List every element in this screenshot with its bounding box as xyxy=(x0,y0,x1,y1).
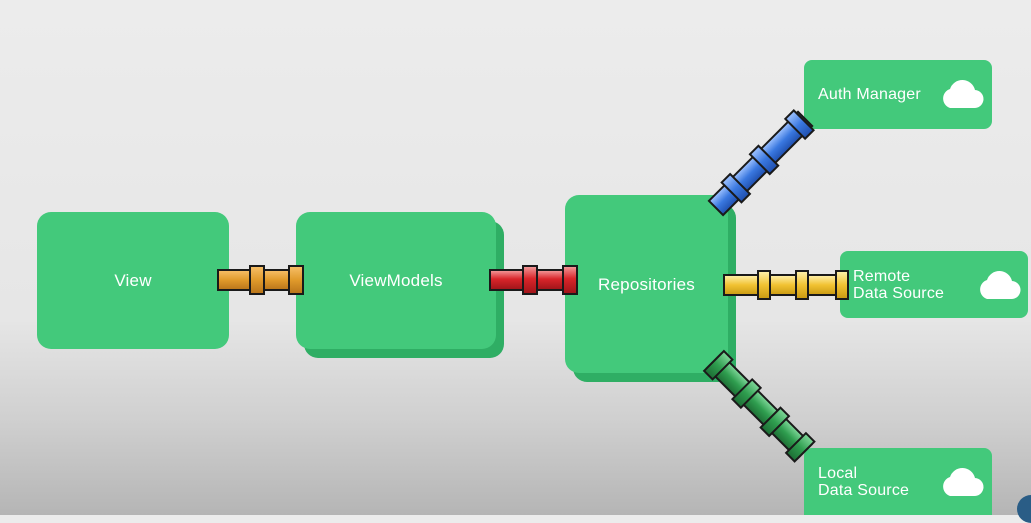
connector-view-viewmodels xyxy=(218,266,303,294)
connector-repositories-local xyxy=(704,351,814,461)
connector-repositories-auth xyxy=(706,109,815,218)
connector-viewmodels-repositories xyxy=(490,266,577,294)
connector-repositories-remote xyxy=(724,271,848,299)
